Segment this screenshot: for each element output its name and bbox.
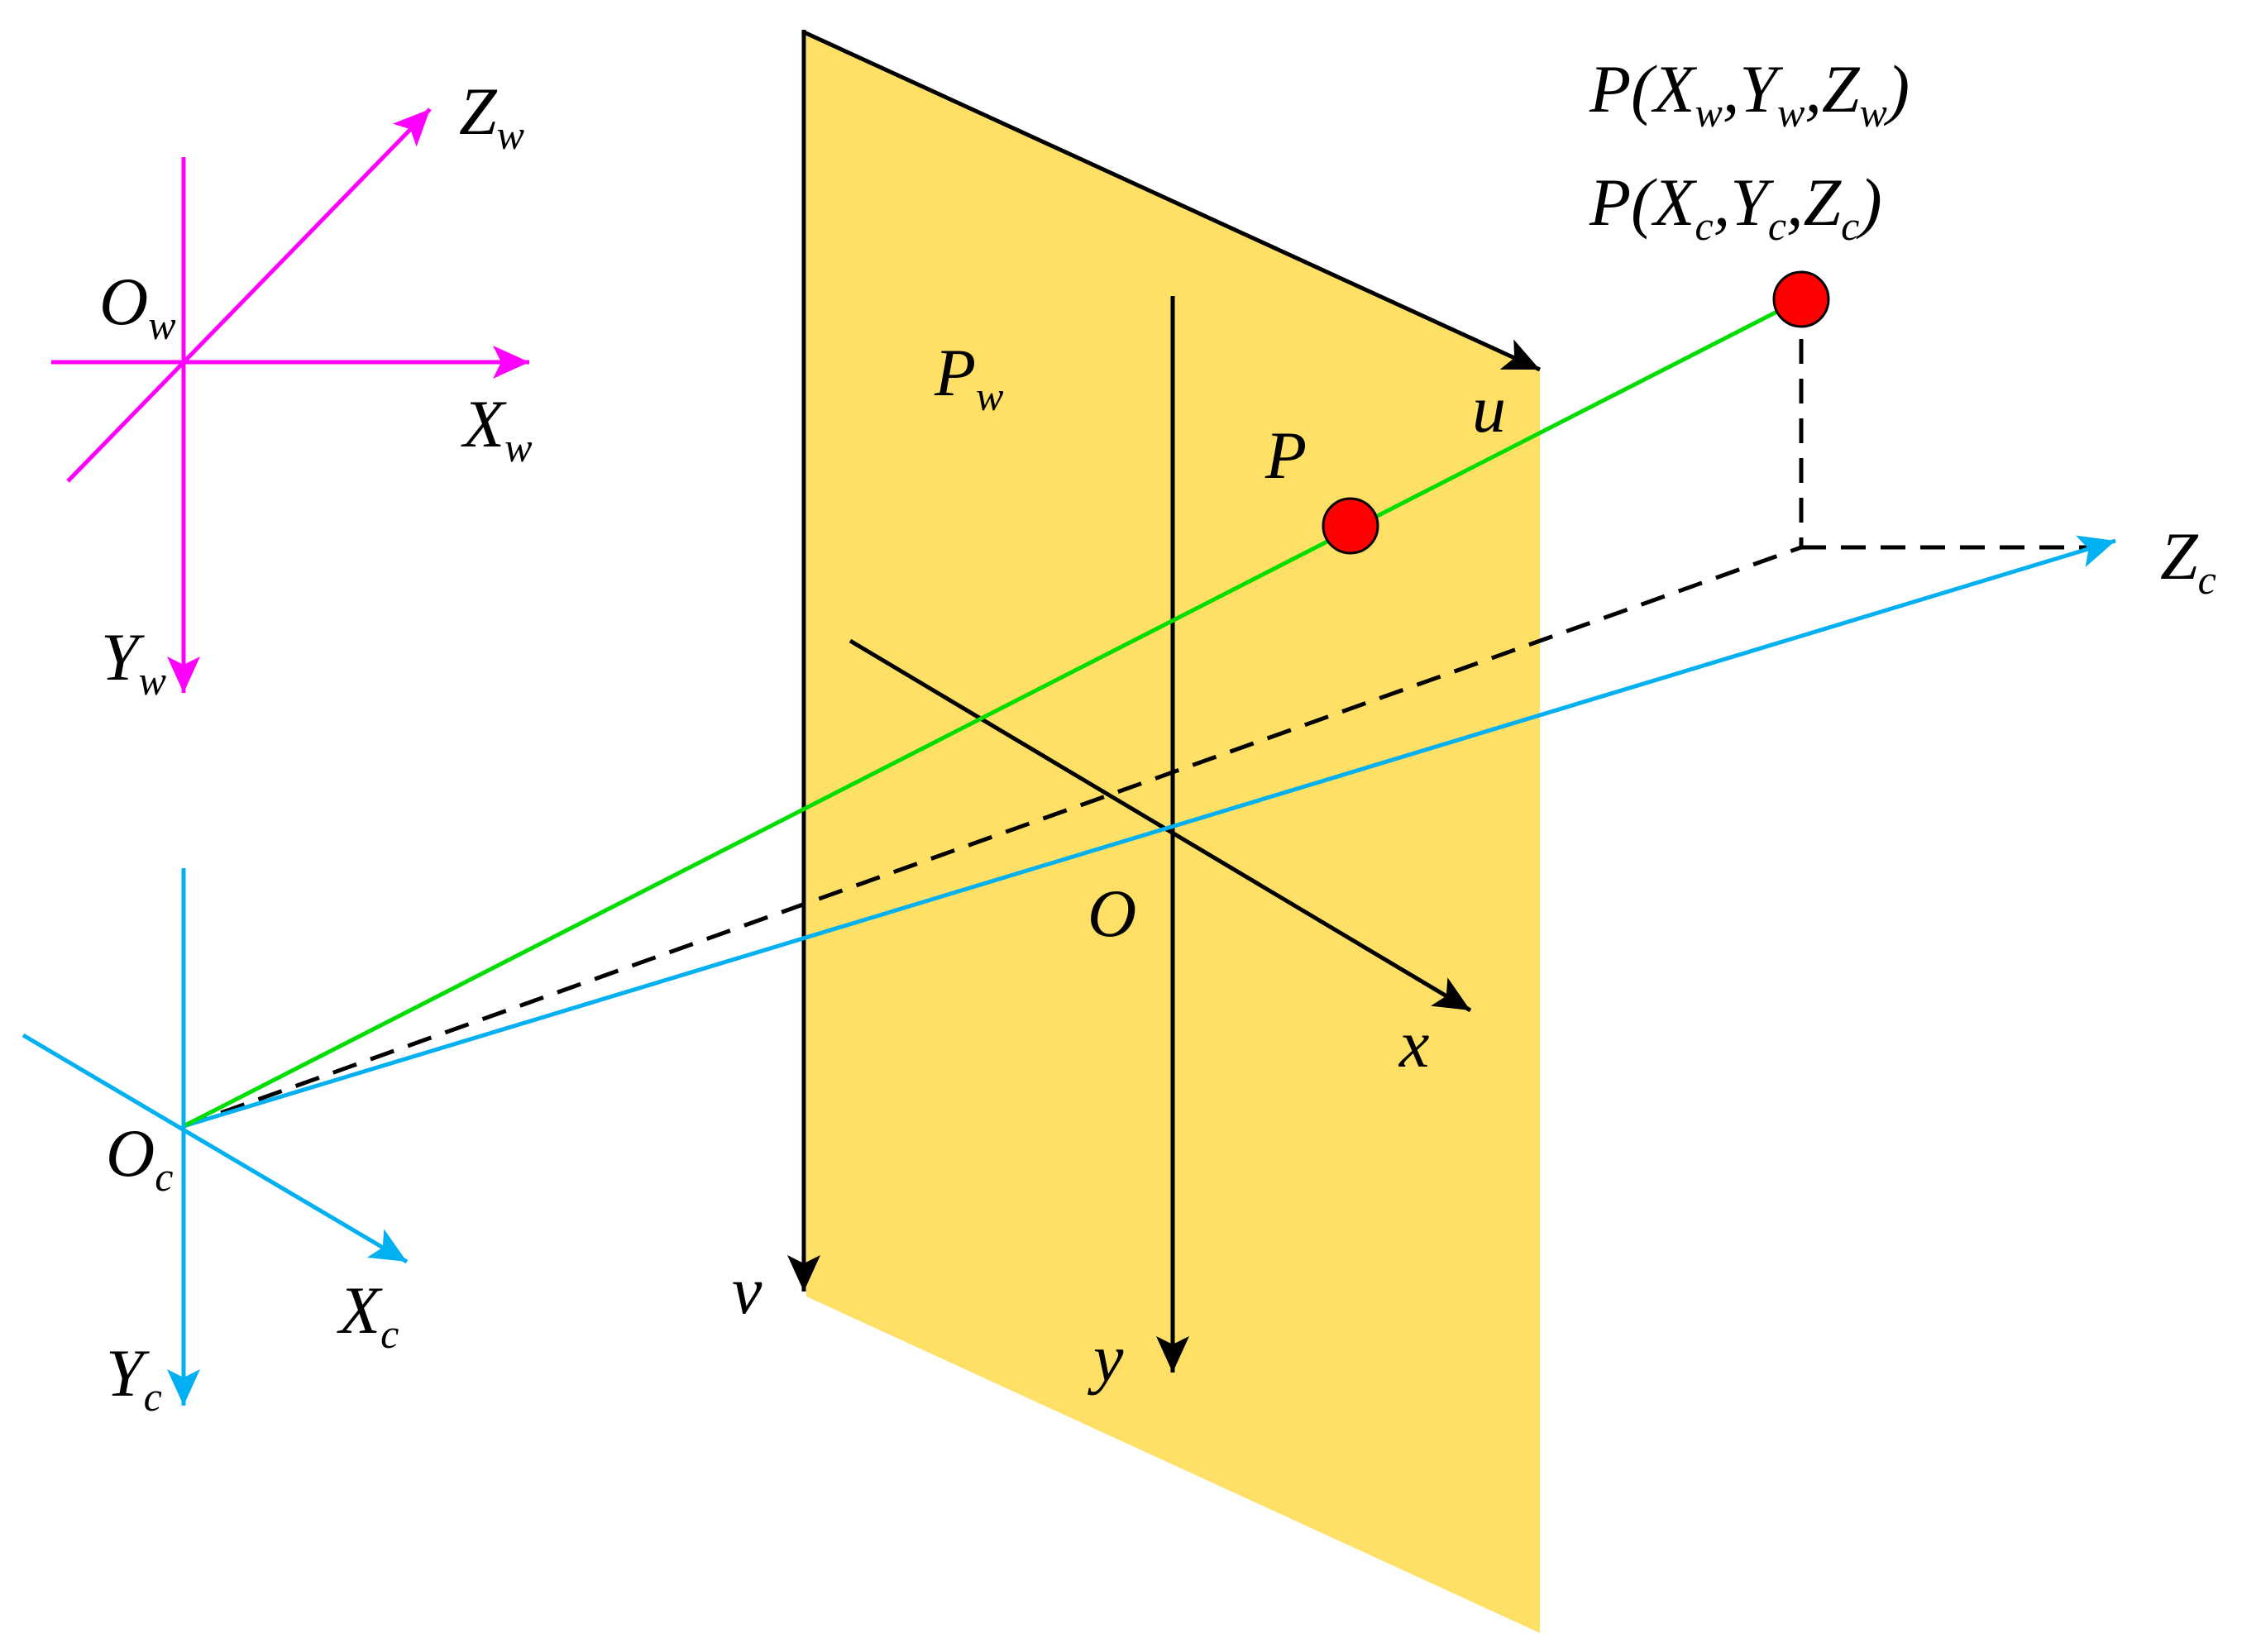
camera-x-axis [22,1033,409,1264]
world-y-label: Yw [101,619,166,704]
plane-u-label: u [1472,371,1506,446]
image-point-p [1322,497,1379,555]
camera-coordinate-frame [22,868,409,1406]
dashed-ray-to-foot [183,545,1802,1129]
world-point-p [1772,270,1830,328]
plane-origin-label: O [1088,876,1136,951]
world-origin-label: Ow [99,264,176,348]
plane-v-label: v [732,1253,762,1328]
camera-z-axis [183,535,2116,1129]
plane-x-axis [849,638,1472,1013]
camera-origin-label: Oc [106,1115,173,1200]
camera-x-label: Xc [337,1272,399,1357]
plane-y-label: y [1088,1320,1124,1396]
projection-ray [182,297,1803,1129]
camera-point-coords: P(Xc,Yc,Zc) [1589,165,1882,249]
plane-top-edge-u-axis [801,29,1542,372]
camera-y-label: Yc [106,1335,162,1420]
world-coordinate-frame [51,107,529,693]
plane-name-label: Pw [934,335,1003,419]
plane-x-label: x [1398,1006,1429,1081]
world-point-coords: P(Xw,Yw,Zw) [1589,51,1910,136]
world-z-label: Zw [459,74,524,158]
image-point-label: P [1264,418,1307,493]
world-x-label: Xw [461,386,532,470]
world-z-axis [66,107,432,483]
camera-z-label: Zc [2160,518,2216,603]
